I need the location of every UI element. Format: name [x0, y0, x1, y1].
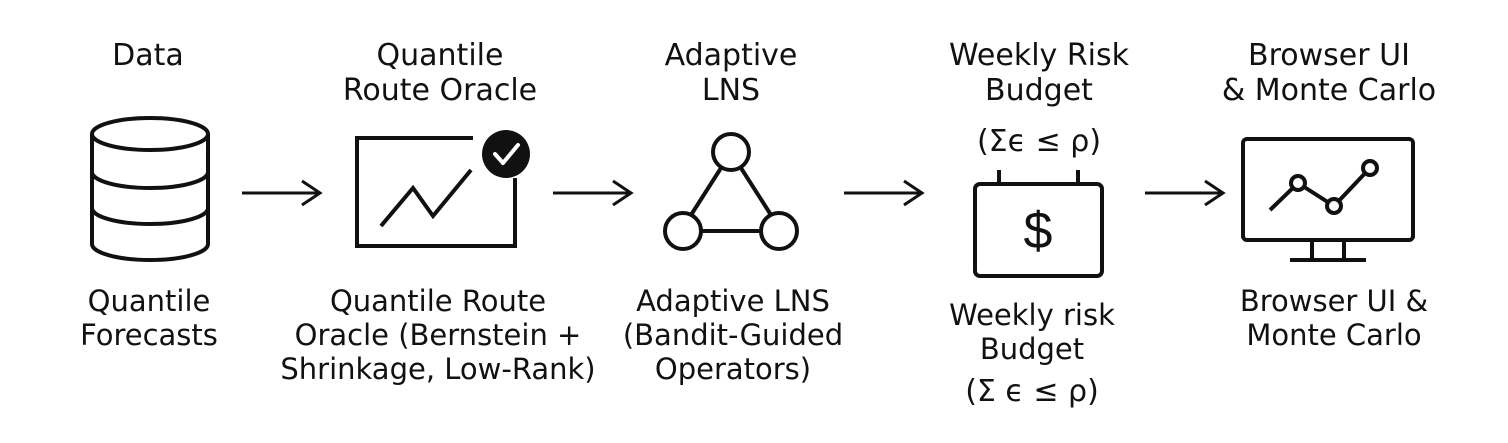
monitor-chart-icon [1241, 137, 1415, 262]
arrow-1 [242, 179, 323, 207]
arrow-3 [844, 179, 925, 207]
dollar-budget-icon: $ [973, 170, 1104, 278]
arrow-4 [1145, 179, 1226, 207]
triangle-graph-icon [663, 132, 799, 251]
stage-caption-adaptive-lns: Adaptive LNS (Bandit-Guided Operators) [622, 284, 844, 387]
stage-caption-quantile-oracle: Quantile Route Oracle (Bernstein + Shrin… [280, 284, 596, 387]
stage-title-formula: (Σϵ ≤ ρ) [976, 124, 1102, 159]
stage-caption-browser-ui: Browser UI & Monte Carlo [1239, 284, 1429, 353]
stage-title-quantile-oracle: Quantile Route Oracle [342, 38, 538, 109]
stage-title-browser-ui: Browser UI & Monte Carlo [1221, 38, 1437, 109]
database-icon [90, 116, 210, 262]
arrow-2 [553, 179, 634, 207]
stage-title-risk-budget: Weekly Risk Budget [949, 38, 1129, 109]
dollar-sign-glyph: $ [1024, 202, 1053, 260]
stage-caption-risk-budget: Weekly risk Budget [949, 298, 1115, 367]
stage-caption-data: Quantile Forecasts [80, 284, 218, 353]
stage-title-data: Data [112, 38, 184, 73]
stage-title-adaptive-lns: Adaptive LNS [664, 38, 798, 109]
stage-caption-formula: (Σ ϵ ≤ ρ) [965, 374, 1099, 409]
chart-check-icon [355, 130, 530, 248]
